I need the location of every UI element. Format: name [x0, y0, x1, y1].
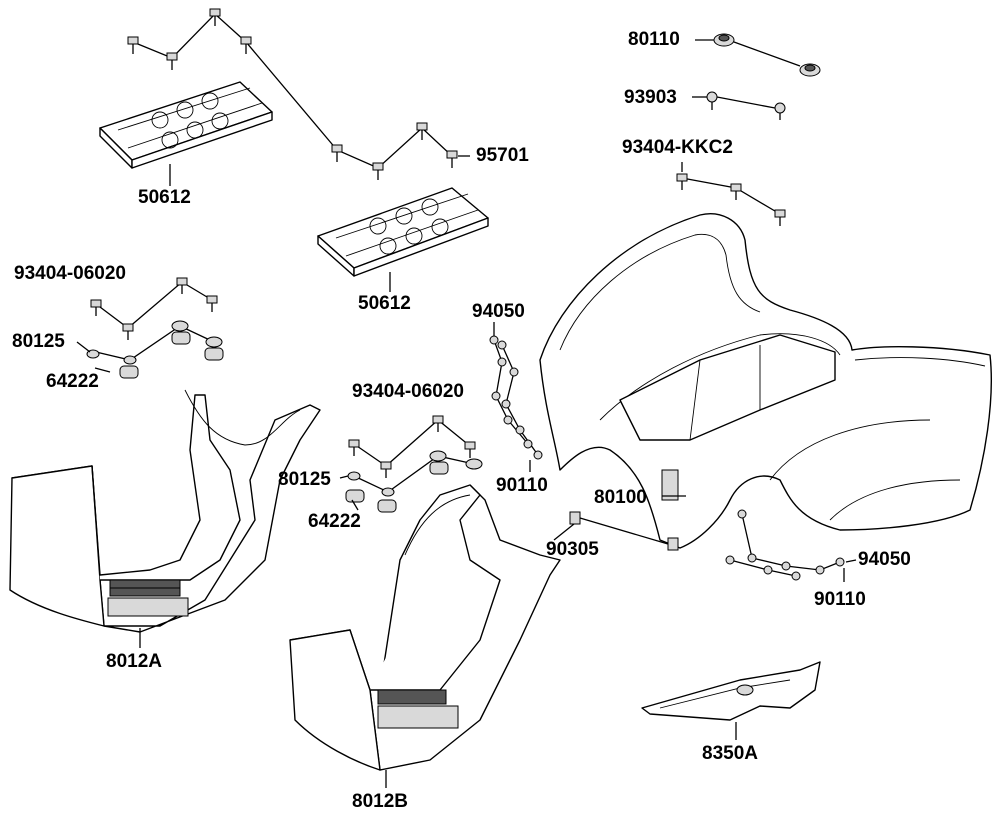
- label-93404-06020-center: 93404-06020: [352, 381, 464, 402]
- bolt-94050-90110-right: [725, 509, 845, 581]
- bolt-group-95701: [127, 8, 458, 180]
- label-90110-right: 90110: [814, 589, 866, 610]
- footwell-8012b: [289, 484, 561, 771]
- label-50612-upper: 50612: [138, 187, 191, 208]
- label-50612-lower: 50612: [358, 293, 411, 314]
- label-8012a: 8012A: [106, 651, 162, 672]
- rear-fender-80100: [539, 213, 992, 549]
- label-90110-center: 90110: [496, 475, 548, 496]
- bolt-94050-90110-center: [489, 335, 543, 460]
- label-95701: 95701: [476, 145, 529, 166]
- label-8350a: 8350A: [702, 743, 758, 764]
- label-80125-left: 80125: [12, 331, 65, 352]
- label-94050-center: 94050: [472, 301, 525, 322]
- label-94050-right: 94050: [858, 549, 911, 570]
- bolt-93404-kkc2: [676, 173, 786, 226]
- screw-93903: [706, 91, 786, 120]
- plate-50612-upper: [99, 81, 273, 169]
- label-80110-top: 80110: [628, 29, 680, 50]
- label-93404-06020-left: 93404-06020: [14, 263, 126, 284]
- clip-90305: [569, 511, 679, 551]
- nut-80110: [713, 33, 821, 77]
- hardware-left: [86, 277, 224, 379]
- label-8012b: 8012B: [352, 791, 408, 812]
- label-90305: 90305: [546, 539, 599, 560]
- plate-50612-lower: [317, 187, 489, 277]
- label-93903: 93903: [624, 87, 677, 108]
- hardware-center: [345, 415, 483, 513]
- label-93404-kkc2: 93404-KKC2: [622, 137, 733, 158]
- label-80100: 80100: [594, 487, 647, 508]
- skid-plate-8350a: [641, 661, 821, 721]
- label-64222-center: 64222: [308, 511, 361, 532]
- label-64222-left: 64222: [46, 371, 99, 392]
- footwell-8012a: [9, 389, 321, 633]
- label-80125-center: 80125: [278, 469, 331, 490]
